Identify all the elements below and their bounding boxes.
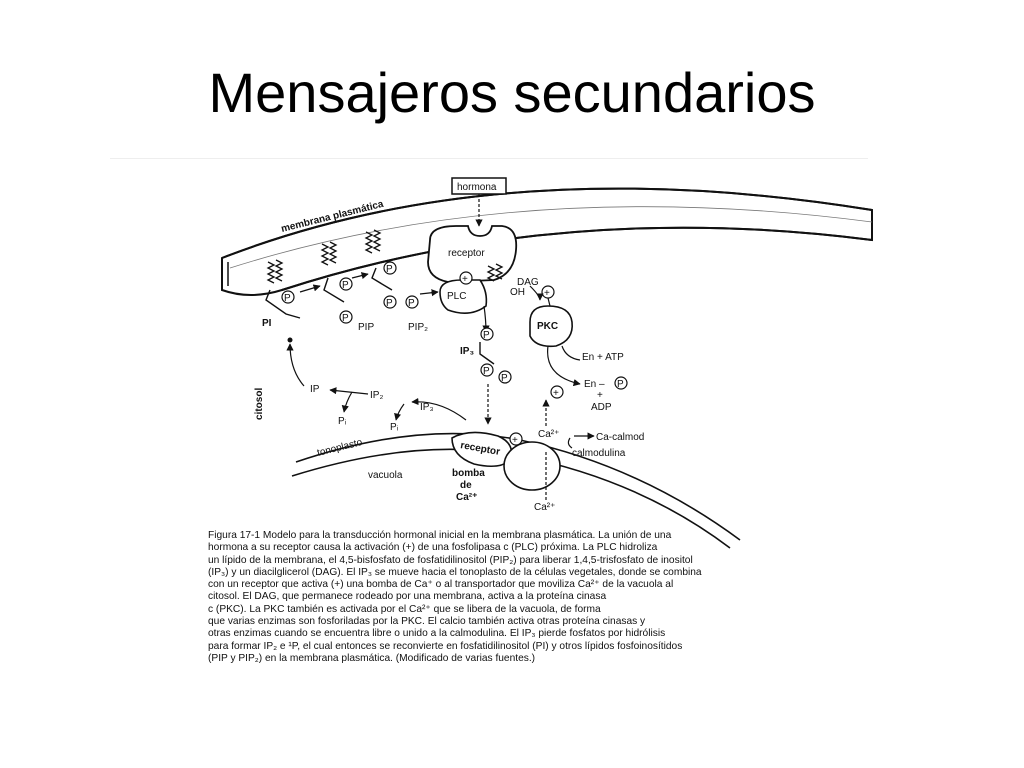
calmodulin-label: calmodulina (572, 448, 626, 459)
lipid-tails (266, 229, 504, 284)
caption-line: citosol. El DAG, que permanece rodeado p… (208, 591, 607, 603)
caption-line: (PIP y PIP₂) en la membrana plasmática. … (208, 652, 536, 664)
figure-caption: Figura 17-1 Modelo para la transducción … (208, 530, 808, 665)
caption-line: con un receptor que activa (+) una bomba… (208, 579, 674, 591)
phosphate-pip-2: P (342, 313, 349, 324)
ip3-label: IP₃ (460, 346, 474, 357)
pkc-label: PKC (537, 321, 558, 332)
pump-de-label: de (460, 480, 472, 491)
plc-label: PLC (447, 291, 466, 302)
vacuole-label: vacuola (368, 470, 403, 481)
enzyme-p-label: En – (584, 379, 605, 390)
plc-shape (439, 279, 488, 314)
caption-line: para formar IP₂ e ¹P, el cual entonces s… (208, 640, 683, 652)
hormone-label: hormona (457, 182, 497, 193)
phosphate-pip2-2: P (386, 298, 393, 309)
plus-sign: + (597, 390, 603, 401)
cytosol-label: citosol (254, 388, 265, 420)
tonoplast-label: tonoplasto (316, 437, 364, 459)
ip-label: IP (310, 384, 320, 395)
pip-label: PIP (358, 322, 374, 333)
calcium-pump (503, 441, 561, 491)
ca-calmod-label: Ca-calmod (596, 432, 644, 443)
ip2-label: IP₂ (370, 390, 383, 401)
caption-line: c (PKC). La PKC también es activada por … (208, 603, 601, 615)
activation-plus-1: + (462, 274, 468, 285)
pump-label: bomba (452, 468, 485, 479)
activation-plus-3: + (553, 388, 559, 399)
caption-line: que varias enzimas son fosforiladas por … (208, 616, 646, 628)
receptor-label: receptor (448, 248, 485, 259)
phosphate-ip3-2: P (483, 366, 490, 377)
caption-line: otras enzimas cuando se encuentra libre … (208, 628, 666, 640)
pi-small-label-2: Pᵢ (390, 422, 399, 433)
phosphate-pip-1: P (342, 280, 349, 291)
pi-label: PI (262, 318, 272, 329)
caption-line: (IP₃) y un diacilglicerol (DAG). El IP₃ … (208, 566, 702, 578)
caption-line: un lípido de la membrana, el 4,5-bisfosf… (208, 554, 693, 566)
pump-ca-label: Ca²⁺ (456, 492, 477, 503)
phosphate-enzyme: P (617, 379, 624, 390)
pi-small-label-1: Pᵢ (338, 416, 347, 427)
divider (110, 158, 868, 159)
ca-upper-label: Ca²⁺ (538, 429, 559, 440)
pkc-shape (529, 305, 573, 348)
oh-label: OH (510, 287, 525, 298)
phosphate-pip2-3: P (408, 298, 415, 309)
pip2-label: PIP₂ (408, 322, 428, 333)
dag-label: DAG (517, 277, 539, 288)
adp-label: ADP (591, 402, 612, 413)
activation-plus-2: + (544, 288, 550, 299)
caption-line: hormona a su receptor causa la activació… (208, 542, 658, 554)
phosphate-pip2-1: P (386, 264, 393, 275)
phosphate-pi: P (284, 293, 291, 304)
slide-title: Mensajeros secundarios (208, 61, 816, 124)
caption-line: Figura 17-1 Modelo para la transducción … (208, 530, 672, 541)
ip3-cytosol-label: IP₃ (420, 402, 434, 413)
phosphate-ip3-1: P (483, 330, 490, 341)
phosphate-ip3-3: P (501, 373, 508, 384)
enzyme-atp-label: En + ATP (582, 352, 624, 363)
ca-lower-label: Ca²⁺ (534, 502, 555, 513)
activation-plus-4: + (512, 435, 518, 446)
